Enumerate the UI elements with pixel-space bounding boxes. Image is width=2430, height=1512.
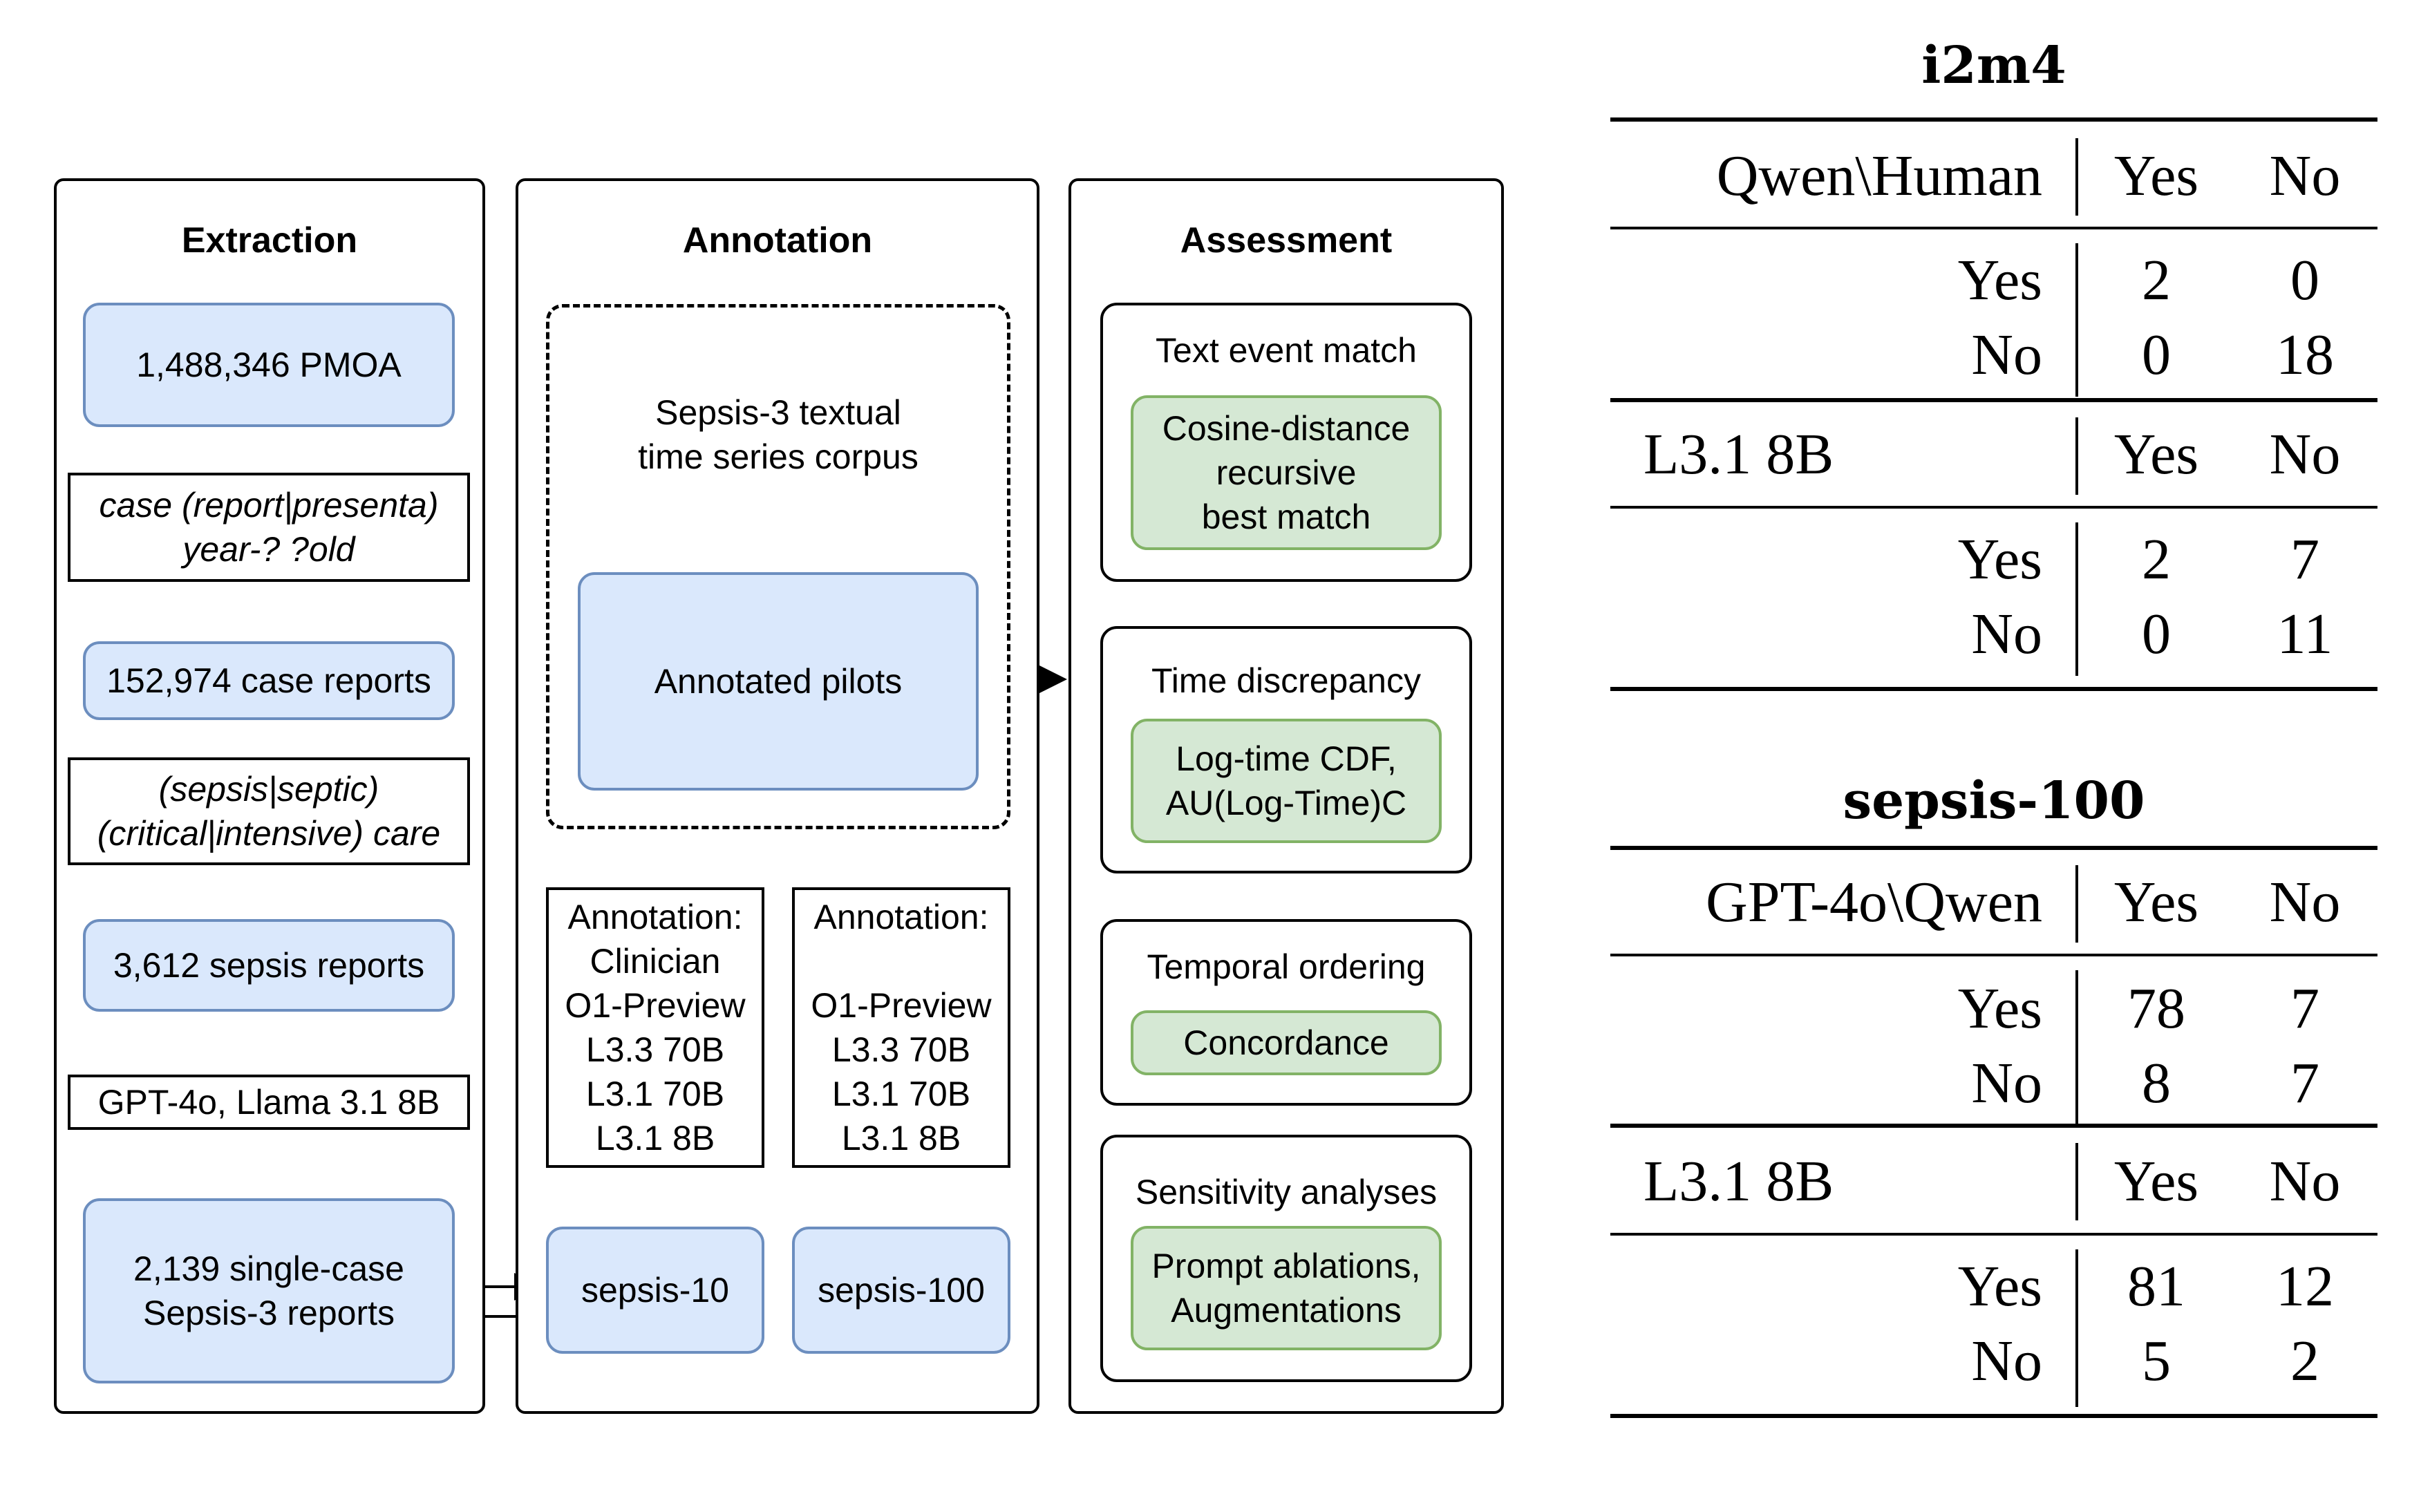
top-rule <box>1610 117 2377 122</box>
vrule <box>2075 1143 2078 1220</box>
sepsis-100-node: sepsis-100 <box>792 1227 1010 1354</box>
row-label-no: No <box>1971 602 2042 666</box>
cell-value: 11 <box>2277 602 2333 666</box>
annotation-box-sepsis10: Annotation: Clinician O1-Preview L3.3 70… <box>546 887 764 1168</box>
mid-rule <box>1610 954 2377 956</box>
vrule <box>2075 243 2078 397</box>
cell-value: 7 <box>2290 976 2319 1041</box>
filter-sepsis: (sepsis|septic) (critical|intensive) car… <box>68 757 470 865</box>
cell-value: 7 <box>2290 1051 2319 1115</box>
text-event-method: Cosine-distance recursive best match <box>1131 395 1442 550</box>
corpus-label: Sepsis-3 textual time series corpus <box>638 393 919 476</box>
row-label-no: No <box>1971 1329 2042 1393</box>
mid-rule <box>1610 506 2377 509</box>
annotation-box-sepsis100: Annotation: O1-Preview L3.3 70B L3.1 70B… <box>792 887 1010 1168</box>
models-filter: GPT-4o, Llama 3.1 8B <box>68 1075 470 1130</box>
col-header-no: No <box>2269 144 2341 208</box>
cell-value: 81 <box>2127 1254 2185 1319</box>
cell-value: 2 <box>2142 248 2171 312</box>
col-header-yes: Yes <box>2113 144 2199 208</box>
cell-value: 0 <box>2142 602 2171 666</box>
time-discrepancy-title: Time discrepancy <box>1151 661 1421 700</box>
vrule <box>2075 865 2078 943</box>
table-header-label: GPT-4o\Qwen <box>1706 870 2042 934</box>
table-header-label: Qwen\Human <box>1716 144 2042 208</box>
col-header-no: No <box>2269 870 2341 934</box>
sepsis-10-node: sepsis-10 <box>546 1227 764 1354</box>
text-event-title: Text event match <box>1156 331 1417 370</box>
table-sepsis100-title: sepsis-100 <box>1843 771 2145 831</box>
row-label-no: No <box>1971 323 2042 387</box>
annotation-title: Annotation <box>682 220 873 261</box>
bottom-rule <box>1610 687 2377 691</box>
time-discrepancy-method: Log-time CDF, AU(Log-Time)C <box>1131 719 1442 843</box>
filter-case-report: case (report|presenta) year-? ?old <box>68 473 470 582</box>
cell-value: 2 <box>2290 1329 2319 1393</box>
table-header-label: L3.1 8B <box>1643 1149 1834 1213</box>
temporal-ordering-method: Concordance <box>1131 1010 1442 1075</box>
extraction-title: Extraction <box>181 220 358 261</box>
cell-value: 8 <box>2142 1051 2171 1115</box>
cell-value: 0 <box>2290 248 2319 312</box>
cell-value: 0 <box>2142 323 2171 387</box>
sensitivity-title: Sensitivity analyses <box>1135 1173 1438 1211</box>
assessment-title: Assessment <box>1180 220 1393 261</box>
cell-value: 18 <box>2276 323 2334 387</box>
annotation-column: Annotation <box>516 178 1039 1414</box>
row-label-yes: Yes <box>1957 1254 2042 1319</box>
cell-value: 7 <box>2290 527 2319 592</box>
col-header-yes: Yes <box>2113 422 2199 486</box>
vrule <box>2075 417 2078 495</box>
col-header-no: No <box>2269 1149 2341 1213</box>
cell-value: 12 <box>2276 1254 2334 1319</box>
col-header-yes: Yes <box>2113 870 2199 934</box>
row-label-no: No <box>1971 1051 2042 1115</box>
mid-rule <box>1610 1233 2377 1236</box>
col-header-no: No <box>2269 422 2341 486</box>
bottom-rule <box>1610 1414 2377 1418</box>
sensitivity-method: Prompt ablations, Augmentations <box>1131 1226 1442 1350</box>
row-label-yes: Yes <box>1957 248 2042 312</box>
vrule <box>2075 522 2078 676</box>
table-i2m4-title: i2m4 <box>1921 36 2066 95</box>
temporal-ordering-title: Temporal ordering <box>1147 947 1426 986</box>
table-header-label: L3.1 8B <box>1643 422 1834 486</box>
case-reports-node: 152,974 case reports <box>83 641 455 720</box>
mid-rule <box>1610 227 2377 229</box>
block-rule <box>1610 398 2377 402</box>
row-label-yes: Yes <box>1957 976 2042 1041</box>
col-header-yes: Yes <box>2113 1149 2199 1213</box>
cell-value: 2 <box>2142 527 2171 592</box>
top-rule <box>1610 846 2377 850</box>
vrule <box>2075 1249 2078 1407</box>
block-rule <box>1610 1124 2377 1128</box>
annotated-pilots-node: Annotated pilots <box>578 572 979 791</box>
sepsis-reports-node: 3,612 sepsis reports <box>83 919 455 1012</box>
vrule <box>2075 138 2078 216</box>
cell-value: 78 <box>2127 976 2185 1041</box>
cell-value: 5 <box>2142 1329 2171 1393</box>
vrule <box>2075 970 2078 1124</box>
row-label-yes: Yes <box>1957 527 2042 592</box>
single-case-node: 2,139 single-case Sepsis-3 reports <box>83 1198 455 1383</box>
pmoa-node: 1,488,346 PMOA <box>83 303 455 427</box>
corpus-group: Sepsis-3 textual time series corpus <box>546 304 1010 829</box>
